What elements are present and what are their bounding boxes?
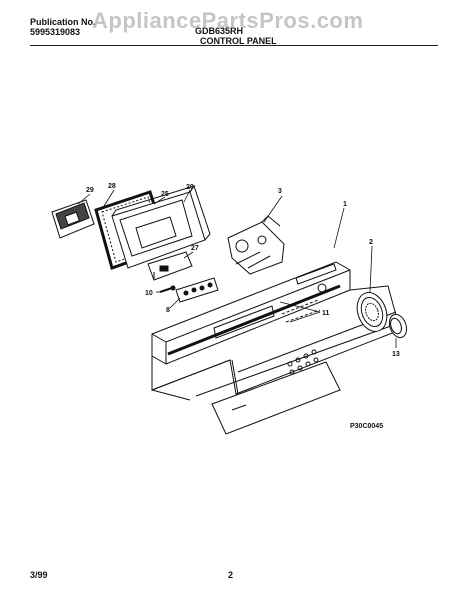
part-25-20-cover <box>111 184 211 269</box>
lower-trim-strip <box>211 361 341 435</box>
callout-2: 2 <box>369 239 373 246</box>
callout-13: 13 <box>392 351 400 358</box>
callout-10: 10 <box>145 290 153 297</box>
part-3-timer <box>227 215 285 275</box>
publication-label: Publication No. <box>30 17 96 27</box>
callout-3: 3 <box>278 188 282 195</box>
part-29-grip <box>51 199 95 239</box>
callout-20: 20 <box>186 184 194 191</box>
model-number: GDB635RH <box>195 26 244 36</box>
part-27-module <box>147 251 193 281</box>
footer-page-number: 2 <box>228 570 234 580</box>
leader-lines <box>77 189 397 348</box>
header-rule <box>30 45 438 46</box>
callout-8: 8 <box>166 307 170 314</box>
callout-28: 28 <box>108 183 116 190</box>
watermark: AppliancePartsPros.com <box>92 8 364 33</box>
button-cluster <box>287 349 319 375</box>
callout-29: 29 <box>86 187 94 194</box>
part-10-screw <box>159 285 176 293</box>
front-panel <box>151 285 403 401</box>
part-8-switch-board <box>175 277 219 303</box>
figure-id: P30C0045 <box>350 423 383 430</box>
section-title: CONTROL PANEL <box>200 36 277 46</box>
callout-1: 1 <box>343 201 347 208</box>
callout-11: 11 <box>322 310 330 317</box>
part-13-knob <box>388 313 408 339</box>
part-2-dial <box>356 292 388 332</box>
callout-27: 27 <box>191 245 199 252</box>
publication-number: 5995319083 <box>30 27 81 37</box>
footer-date: 3/99 <box>30 570 48 580</box>
callout-25: 25 <box>161 191 169 198</box>
